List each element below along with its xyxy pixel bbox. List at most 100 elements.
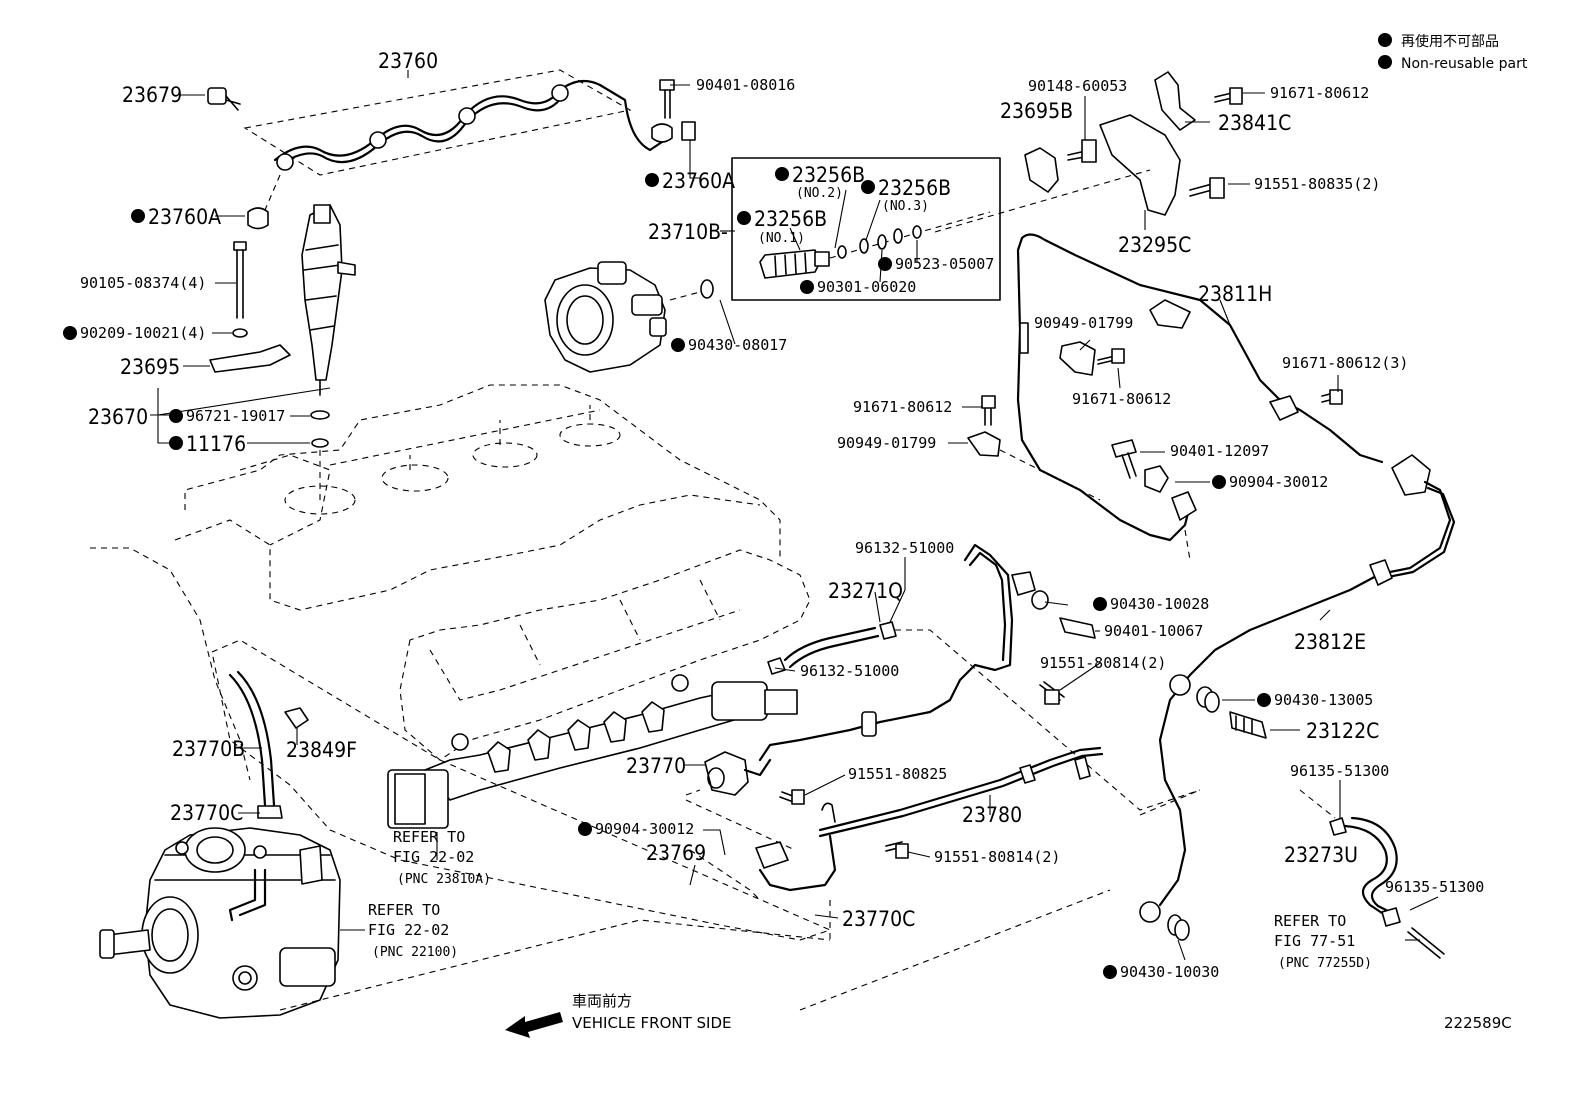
front-label-jp: 車両前方	[572, 992, 632, 1010]
nonreusable-dot-icon	[1257, 693, 1271, 707]
label-90523-05007: 90523-05007	[895, 255, 994, 273]
label-23273u: 23273U	[1284, 843, 1358, 867]
nonreusable-dot-icon	[1103, 965, 1117, 979]
label-90430-10028: 90430-10028	[1110, 595, 1209, 613]
label-23695b: 23695B	[1000, 99, 1073, 123]
nonreusable-dot-icon	[1378, 33, 1392, 47]
label-91671-80612-a: 91671-80612	[1270, 84, 1369, 102]
label-96721-19017: 96721-19017	[186, 407, 285, 425]
label-23770c-bottom: 23770C	[842, 907, 915, 931]
ref2-line1: REFER TO	[368, 901, 440, 919]
label-23811h: 23811H	[1198, 282, 1272, 306]
label-90430-10030: 90430-10030	[1120, 963, 1219, 981]
fitting-23770-area	[685, 751, 805, 805]
pipe-23812e	[1139, 454, 1456, 941]
label-96132-51000-a: 96132-51000	[855, 539, 954, 557]
ref1-line1: REFER TO	[393, 828, 465, 846]
leak-pipe-23760	[207, 69, 696, 230]
nonreusable-dot-icon	[169, 436, 183, 450]
label-23760a-top: 23760A	[662, 169, 735, 193]
label-90904-30012-a: 90904-30012	[1229, 473, 1328, 491]
nonreusable-dot-icon	[800, 280, 814, 294]
ref2-line3: (PNC 22100)	[372, 945, 458, 960]
label-23271q: 23271Q	[828, 579, 903, 603]
ref3-line3: (PNC 77255D)	[1278, 956, 1372, 971]
label-90430-08017: 90430-08017	[688, 336, 787, 354]
label-90301-06020: 90301-06020	[817, 278, 916, 296]
label-23710b: 23710B-	[648, 220, 728, 244]
nonreusable-dot-icon	[737, 211, 751, 225]
hose-23770b	[228, 670, 309, 819]
nonreusable-dot-icon	[63, 326, 77, 340]
label-no2: (NO.2)	[796, 186, 843, 201]
label-91551-80825: 91551-80825	[848, 765, 947, 783]
figure-id: 222589C	[1444, 1014, 1512, 1032]
common-rail	[387, 674, 798, 860]
label-23256b-no2: 23256B	[792, 163, 865, 187]
label-91551-80814-a: 91551-80814(2)	[1040, 654, 1166, 672]
label-90401-12097: 90401-12097	[1170, 442, 1269, 460]
assembly-outline	[799, 529, 1201, 1011]
supply-pump-head	[544, 261, 714, 373]
label-23256b-no3: 23256B	[878, 176, 951, 200]
label-90401-08016: 90401-08016	[696, 76, 795, 94]
ref3-line1: REFER TO	[1274, 912, 1346, 930]
label-11176: 11176	[186, 432, 246, 456]
nonreusable-dot-icon	[578, 822, 592, 836]
nonreusable-dot-icon	[1378, 55, 1392, 69]
label-23770c-left: 23770C	[170, 801, 243, 825]
label-90949-01799-b: 90949-01799	[837, 434, 936, 452]
nonreusable-dot-icon	[671, 338, 685, 352]
assembly-outline	[279, 849, 831, 1011]
legend-nonreusable-en: Non-reusable part	[1401, 56, 1528, 72]
label-90401-10067: 90401-10067	[1104, 622, 1203, 640]
label-91551-80835: 91551-80835(2)	[1254, 175, 1380, 193]
nonreusable-dot-icon	[131, 209, 145, 223]
label-23812e: 23812E	[1294, 630, 1366, 654]
label-23769: 23769	[646, 841, 706, 865]
label-23760: 23760	[378, 49, 438, 73]
label-23295c: 23295C	[1118, 233, 1191, 257]
label-96132-51000-b: 96132-51000	[800, 662, 899, 680]
label-90430-13005: 90430-13005	[1274, 691, 1373, 709]
label-23670: 23670	[88, 405, 148, 429]
ref1-line3: (PNC 23810A)	[397, 872, 491, 887]
label-23760a-left: 23760A	[148, 205, 221, 229]
part-labels: 23760 23679 90401-08016 23760A 23760A 90…	[63, 49, 1484, 981]
label-no1: (NO.1)	[758, 231, 805, 246]
nonreusable-dot-icon	[878, 257, 892, 271]
legend: 再使用不可部品 Non-reusable part	[1378, 33, 1528, 72]
cylinder-head-outline	[90, 384, 811, 781]
nonreusable-dot-icon	[861, 180, 875, 194]
nonreusable-dot-icon	[775, 167, 789, 181]
label-23122c: 23122C	[1306, 719, 1379, 743]
label-90105-08374: 90105-08374(4)	[80, 274, 206, 292]
label-91671-80612-c: 91671-80612	[853, 398, 952, 416]
front-arrow-icon	[505, 1012, 563, 1038]
ref3-line2: FIG 77-51	[1274, 932, 1355, 950]
figure-references: REFER TO FIG 22-02 (PNC 23810A) REFER TO…	[368, 828, 1372, 971]
nonreusable-dot-icon	[169, 409, 183, 423]
brackets-top-right	[934, 71, 1243, 233]
return-pipe-23811h	[967, 233, 1384, 542]
label-91671-80612-3: 91671-80612(3)	[1282, 354, 1408, 372]
label-96135-51300-a: 96135-51300	[1290, 762, 1389, 780]
label-91551-80814-b: 91551-80814(2)	[934, 848, 1060, 866]
label-90949-01799-a: 90949-01799	[1034, 314, 1133, 332]
pressure-regulator-box	[731, 157, 1001, 301]
nonreusable-dot-icon	[1093, 597, 1107, 611]
assembly-outline	[211, 639, 832, 941]
ref2-line2: FIG 22-02	[368, 921, 449, 939]
supply-pump-lower	[99, 827, 341, 1019]
label-no3: (NO.3)	[882, 199, 929, 214]
label-23849f: 23849F	[286, 738, 357, 762]
injector-assembly	[150, 204, 356, 500]
ref1-line2: FIG 22-02	[393, 848, 474, 866]
label-23256b-no1: 23256B	[754, 207, 827, 231]
hose-23271q	[767, 621, 1201, 811]
label-23770b: 23770B	[172, 737, 245, 761]
pipe-23780-and-fittings	[685, 543, 1104, 892]
label-90209-10021: 90209-10021(4)	[80, 324, 206, 342]
legend-nonreusable-jp: 再使用不可部品	[1401, 33, 1499, 50]
